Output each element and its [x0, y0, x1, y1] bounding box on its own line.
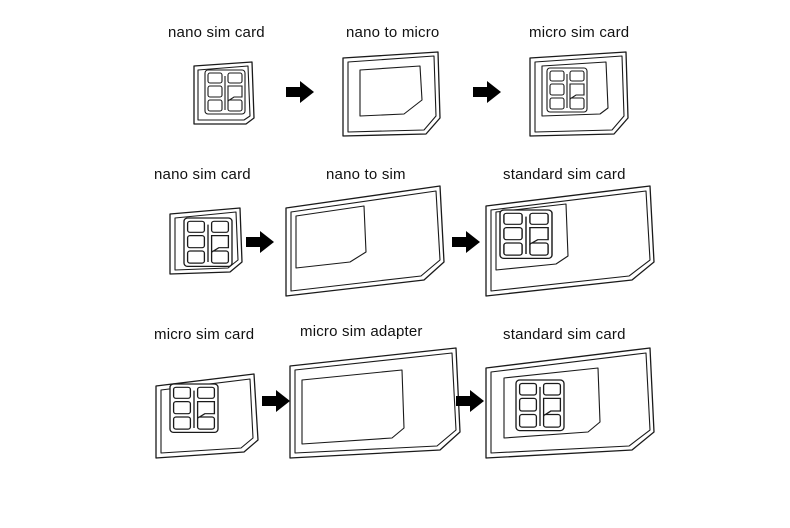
arrow-right-icon — [246, 231, 274, 253]
label-standard-sim-card-2: standard sim card — [503, 326, 626, 343]
label-nano-sim-card-1: nano sim card — [168, 24, 265, 41]
label-standard-sim-card-1: standard sim card — [503, 166, 626, 183]
micro-sim-adapter — [289, 347, 461, 459]
nano-sim-card-1 — [193, 61, 255, 125]
standard-sim-card-2 — [485, 347, 655, 459]
arrow-right-icon — [473, 81, 501, 103]
standard-sim-card-1 — [485, 185, 655, 297]
nano-sim-card-2 — [169, 207, 243, 275]
arrow-right-icon — [452, 231, 480, 253]
arrow-right-icon — [286, 81, 314, 103]
nano-to-micro-adapter — [342, 51, 441, 137]
arrow-right-icon — [262, 390, 290, 412]
micro-sim-card-2 — [155, 373, 259, 459]
label-micro-sim-adapter: micro sim adapter — [300, 323, 423, 340]
label-micro-sim-card-1: micro sim card — [529, 24, 630, 41]
micro-sim-card-1 — [529, 51, 629, 137]
label-nano-to-micro: nano to micro — [346, 24, 440, 41]
label-micro-sim-card-2: micro sim card — [154, 326, 255, 343]
label-nano-to-sim: nano to sim — [326, 166, 406, 183]
label-nano-sim-card-2: nano sim card — [154, 166, 251, 183]
arrow-right-icon — [456, 390, 484, 412]
nano-to-sim-adapter — [285, 185, 445, 297]
